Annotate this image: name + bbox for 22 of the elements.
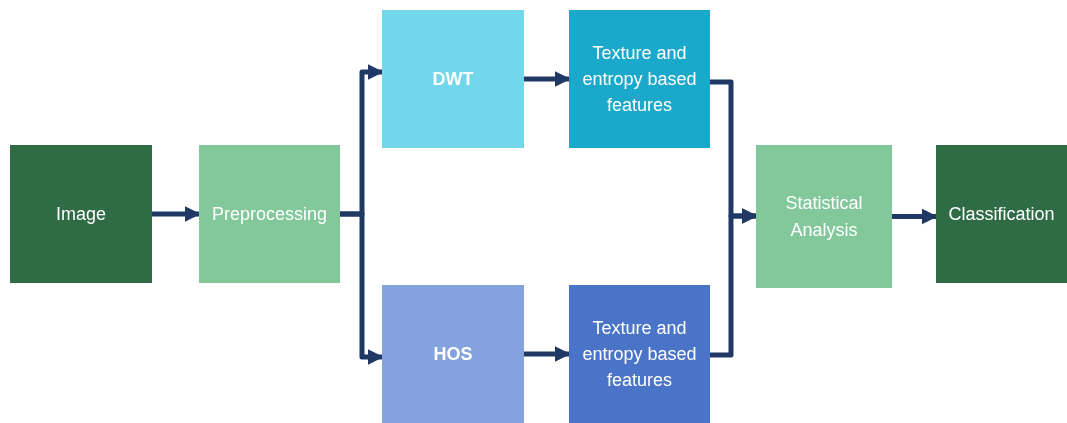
- box-label: DWT: [432, 67, 474, 91]
- arrow: [152, 206, 201, 222]
- box-label: HOS: [433, 342, 473, 366]
- box-label: Classification: [948, 202, 1055, 226]
- arrow: [524, 71, 571, 87]
- process-box: [569, 10, 710, 148]
- process-box: [936, 145, 1067, 283]
- box-label: Preprocessing: [211, 202, 328, 226]
- process-box: [382, 10, 524, 148]
- process-box: [10, 145, 152, 283]
- box-label: Image: [56, 202, 106, 226]
- arrow: [524, 346, 571, 362]
- box-label: Texture and entropy based features: [581, 316, 698, 393]
- process-box: [382, 285, 524, 423]
- arrow: [340, 211, 384, 365]
- process-box: [199, 145, 340, 283]
- arrow: [710, 208, 758, 358]
- process-box: [756, 145, 892, 288]
- process-box: [569, 285, 710, 423]
- box-label: Statistical Analysis: [784, 192, 864, 242]
- box-label: Texture and entropy based features: [581, 41, 698, 118]
- arrow: [892, 208, 938, 225]
